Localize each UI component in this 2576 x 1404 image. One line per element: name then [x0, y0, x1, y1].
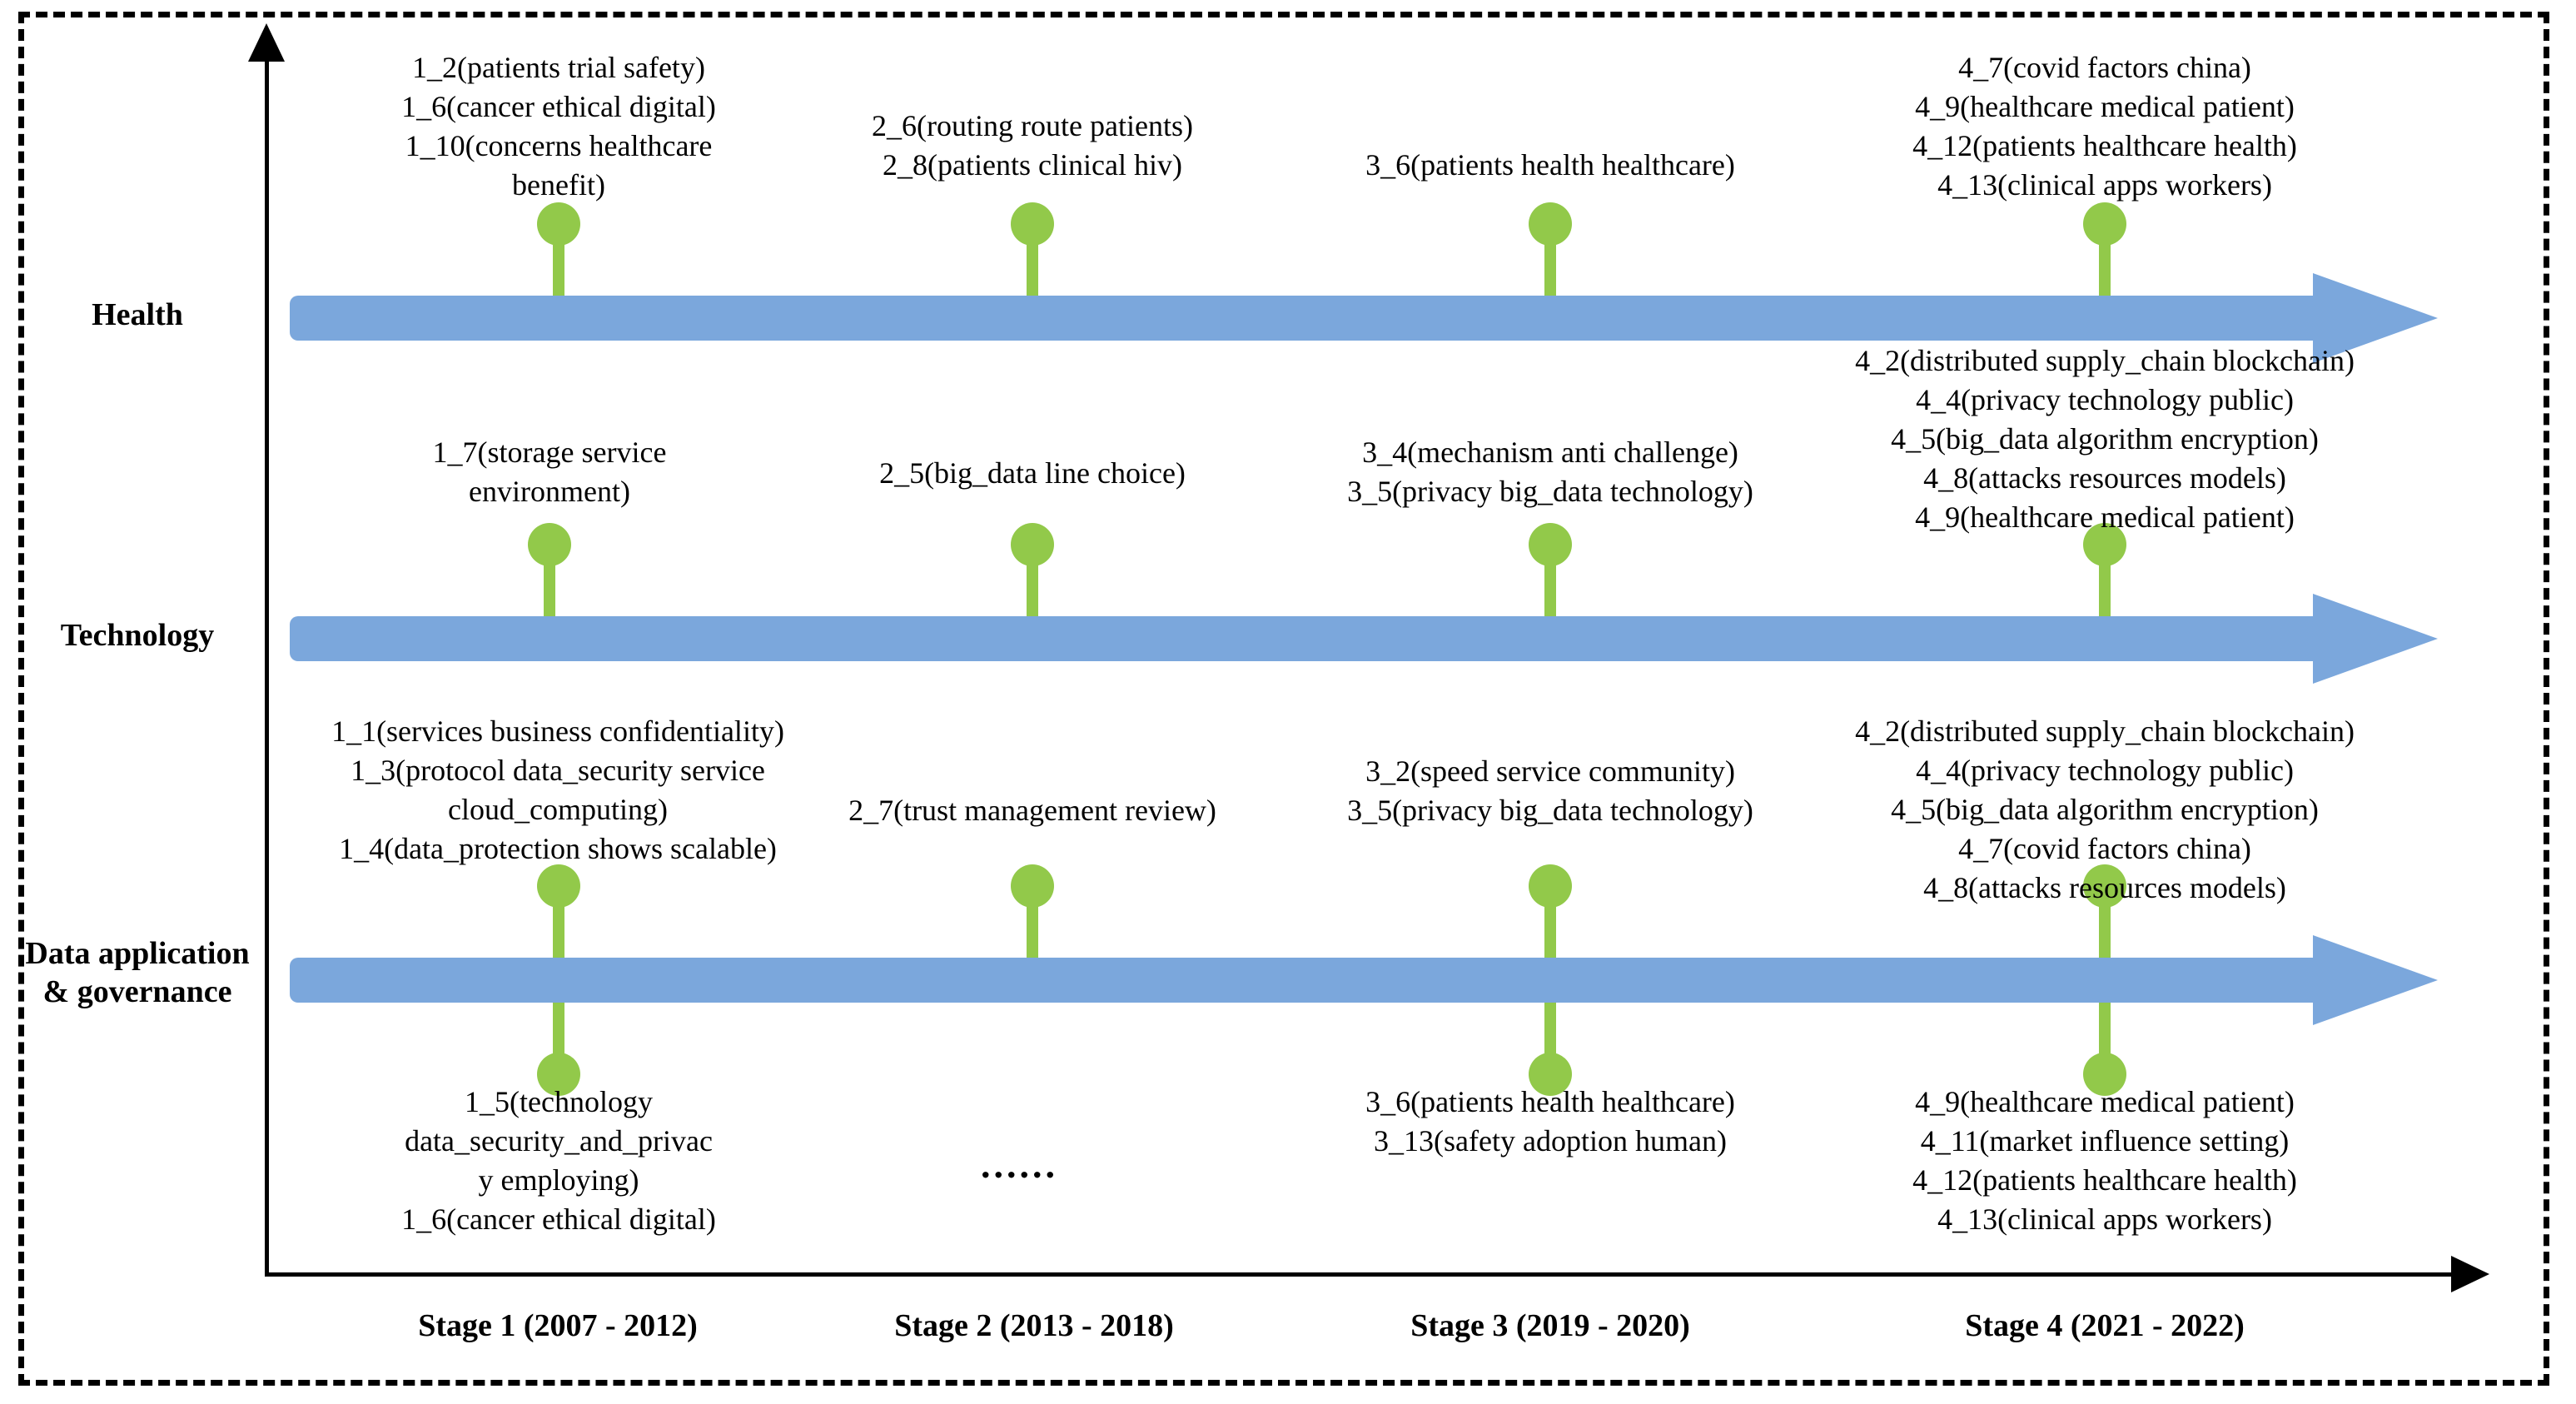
annotation-data-stage4-top: 4_2(distributed supply_chain blockchain)… [1855, 714, 2355, 904]
marker-dot-icon [1529, 523, 1572, 566]
ellipsis-marker: ...... [981, 1143, 1058, 1186]
annotation-technology-stage1: 1_7(storage service environment) [432, 436, 667, 508]
annotation-data-stage3-top: 3_2(speed service community) 3_5(privacy… [1347, 754, 1753, 827]
annotation-technology-stage2: 2_5(big_data line choice) [879, 456, 1186, 490]
annotation-health-stage4: 4_7(covid factors china) 4_9(healthcare … [1912, 51, 2297, 202]
marker-stem-icon [1027, 893, 1038, 958]
row-label-data-application-governance: Data application & governance [25, 936, 250, 1009]
marker-stem-icon [2099, 551, 2111, 616]
marker-stem-icon [1027, 551, 1038, 616]
marker-stem-icon [1544, 231, 1556, 296]
marker-stem-icon [2099, 231, 2111, 296]
marker-stem-icon [1544, 893, 1556, 958]
marker-stem-icon [2099, 1003, 2111, 1068]
marker-stem-icon [1544, 1003, 1556, 1068]
timeline-track-technology [290, 594, 2438, 684]
annotation-data-stage3-bottom: 3_6(patients health healthcare) 3_13(saf… [1365, 1085, 1735, 1158]
marker-dot-icon [1529, 1053, 1572, 1096]
annotation-data-stage1-top: 1_1(services business confidentiality) 1… [331, 714, 784, 865]
track-arrowhead-health-icon [2313, 273, 2438, 363]
stage-caption-2: Stage 2 (2013 - 2018) [894, 1308, 1174, 1343]
marker-stem-icon [553, 893, 564, 958]
annotation-data-stage4-bottom: 4_9(healthcare medical patient) 4_11(mar… [1912, 1085, 2297, 1236]
marker-dot-icon [537, 864, 580, 908]
marker-stem-icon [1544, 551, 1556, 616]
marker-dot-icon [1011, 864, 1054, 908]
marker-dot-icon [1529, 202, 1572, 246]
track-bar-technology [290, 616, 2346, 661]
x-axis-arrowhead-icon [2451, 1256, 2489, 1292]
stage-caption-4: Stage 4 (2021 - 2022) [1965, 1308, 2245, 1343]
marker-dot-icon [528, 523, 571, 566]
track-arrowhead-technology-icon [2313, 594, 2438, 684]
marker-dot-icon [1011, 523, 1054, 566]
y-axis-arrowhead-icon [248, 23, 285, 62]
annotation-health-stage3: 3_6(patients health healthcare) [1365, 148, 1735, 182]
marker-stem-icon [1027, 231, 1038, 296]
annotation-health-stage2: 2_6(routing route patients) 2_8(patients… [872, 109, 1193, 182]
annotation-health-stage1: 1_2(patients trial safety) 1_6(cancer et… [401, 51, 716, 202]
annotation-data-stage2-top: 2_7(trust management review) [848, 794, 1216, 827]
timeline-track-health [290, 273, 2438, 363]
marker-stem-icon [553, 231, 564, 296]
marker-dot-icon [1011, 202, 1054, 246]
marker-dot-icon [537, 202, 580, 246]
marker-dot-icon [2083, 1053, 2126, 1096]
stage-caption-3: Stage 3 (2019 - 2020) [1410, 1308, 1690, 1343]
marker-stem-icon [553, 1003, 564, 1068]
y-axis-line [265, 52, 269, 1276]
dashed-border-frame [18, 12, 2549, 1386]
annotation-technology-stage3: 3_4(mechanism anti challenge) 3_5(privac… [1347, 436, 1753, 508]
marker-stem-icon [544, 551, 555, 616]
marker-dot-icon [1529, 864, 1572, 908]
track-bar-health [290, 296, 2346, 341]
track-bar-data-application-governance [290, 958, 2346, 1003]
marker-dot-icon [2083, 523, 2126, 566]
stage-caption-1: Stage 1 (2007 - 2012) [418, 1308, 698, 1343]
track-arrowhead-data-application-governance-icon [2313, 935, 2438, 1025]
row-label-health: Health [92, 297, 183, 332]
annotation-technology-stage4: 4_2(distributed supply_chain blockchain)… [1855, 344, 2355, 534]
timeline-track-data-application-governance [290, 935, 2438, 1025]
marker-dot-icon [2083, 202, 2126, 246]
x-axis-line [265, 1272, 2454, 1277]
row-label-technology: Technology [60, 618, 215, 653]
marker-stem-icon [2099, 893, 2111, 958]
marker-dot-icon [2083, 864, 2126, 908]
annotation-data-stage1-bottom: 1_5(technology data_security_and_privac … [401, 1085, 716, 1236]
marker-dot-icon [537, 1053, 580, 1096]
